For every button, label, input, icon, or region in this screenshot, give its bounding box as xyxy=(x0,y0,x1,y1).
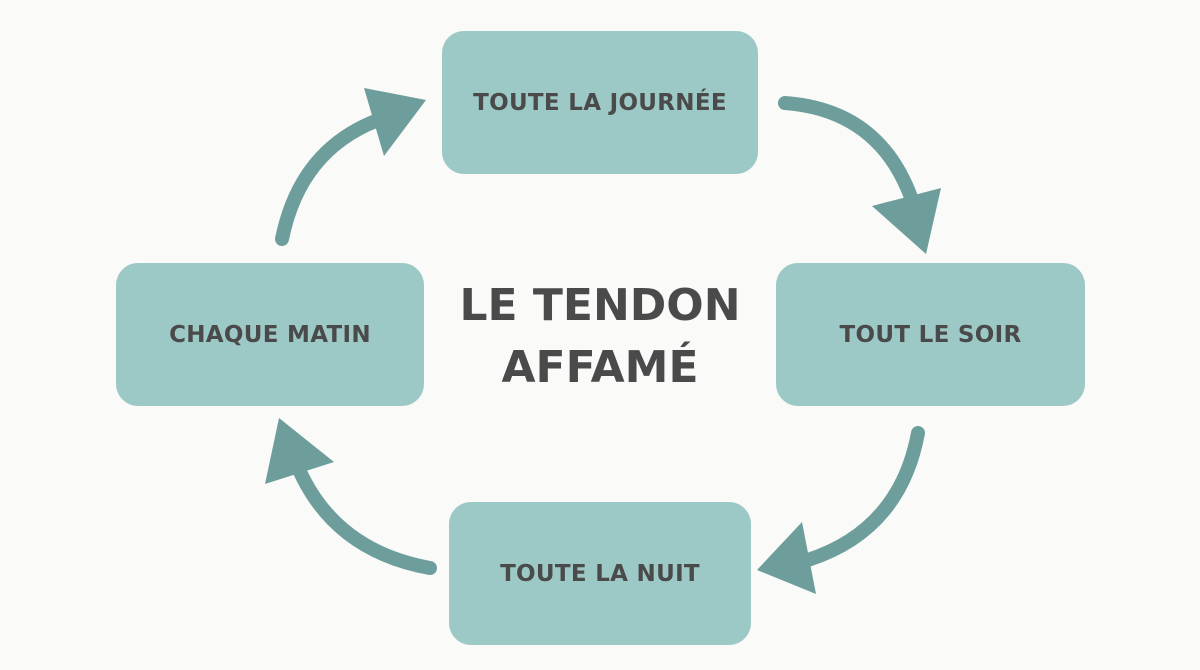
stage-toute-la-nuit: TOUTE LA NUIT xyxy=(449,502,751,645)
arrowhead-morning-to-day xyxy=(364,88,426,156)
arrow-morning-to-day xyxy=(275,113,385,246)
arrow-night-to-morning xyxy=(288,453,437,575)
arrowhead-night-to-morning xyxy=(265,418,334,484)
arrowhead-evening-to-night xyxy=(757,522,816,594)
stage-toute-la-journee: TOUTE LA JOURNÉE xyxy=(442,31,758,174)
title-line-1: LE TENDON xyxy=(459,280,741,331)
stage-label: TOUTE LA JOURNÉE xyxy=(473,89,727,116)
diagram-title: LE TENDON AFFAMÉ xyxy=(440,275,760,399)
stage-label: TOUTE LA NUIT xyxy=(500,560,700,587)
stage-label: TOUT LE SOIR xyxy=(839,321,1022,348)
arrow-day-to-evening xyxy=(778,96,919,207)
stage-tout-le-soir: TOUT LE SOIR xyxy=(776,263,1085,406)
title-line-2: AFFAMÉ xyxy=(501,342,699,393)
arrowhead-day-to-evening xyxy=(872,188,941,254)
arrow-evening-to-night xyxy=(801,426,925,567)
stage-label: CHAQUE MATIN xyxy=(169,321,371,348)
stage-chaque-matin: CHAQUE MATIN xyxy=(116,263,424,406)
